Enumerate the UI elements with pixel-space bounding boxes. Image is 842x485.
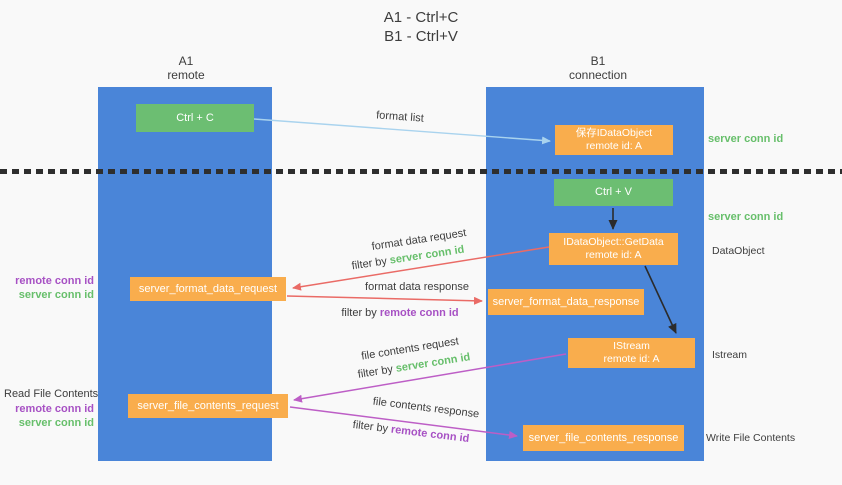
label-format-data-response: format data response <box>365 281 469 293</box>
node-istream-line2: remote id: A <box>603 353 660 365</box>
label-istream: Istream <box>712 349 748 361</box>
node-istream: IStream remote id: A <box>568 338 695 368</box>
label-read-file-contents: Read File Contents <box>4 388 99 400</box>
label-server-conn-id-format-left: server conn id <box>18 289 94 301</box>
lane-header-b1: B1 connection <box>543 54 653 82</box>
label-format-list: format list <box>375 109 425 125</box>
filter-by-text: filter by <box>356 363 394 381</box>
node-save-dataobject-line1: 保存IDataObject <box>575 127 653 139</box>
node-file-response-label: server_file_contents_response <box>528 431 679 444</box>
filter-by-text: filter by <box>341 307 377 319</box>
node-format-request-label: server_format_data_request <box>138 282 278 295</box>
node-istream-line1: IStream <box>613 340 650 352</box>
lane-b1-name: B1 <box>590 54 606 68</box>
node-ctrl-c-label: Ctrl + C <box>176 111 214 124</box>
node-ctrl-v: Ctrl + V <box>554 179 673 206</box>
dotted-separator-line <box>0 169 842 174</box>
left-cluster-file: remote conn id server conn id <box>4 402 94 430</box>
filter-by-text: filter by <box>352 418 389 436</box>
node-idataobject-getdata: IDataObject::GetData remote id: A <box>549 233 678 265</box>
remote-conn-id-text: remote conn id <box>379 307 459 319</box>
label-remote-conn-id-format-left: remote conn id <box>15 275 94 287</box>
label-remote-conn-id-file-left: remote conn id <box>15 403 94 415</box>
remote-conn-id-text: remote conn id <box>390 423 470 446</box>
arrow-format-data-response <box>286 295 483 305</box>
node-server-file-contents-request: server_file_contents_request <box>128 394 288 418</box>
node-getdata-line1: IDataObject::GetData <box>563 236 664 248</box>
node-server-format-data-response: server_format_data_response <box>488 289 644 315</box>
label-filter-by-server-conn-id-format: filter byserver conn id <box>351 244 465 273</box>
lane-header-a1: A1 remote <box>131 54 241 82</box>
node-server-file-contents-response: server_file_contents_response <box>523 425 684 451</box>
label-server-conn-id-top-right: server conn id <box>708 133 784 145</box>
node-format-response-label: server_format_data_response <box>492 295 640 308</box>
node-file-request-label: server_file_contents_request <box>137 399 279 412</box>
label-server-conn-id-file-left: server conn id <box>18 417 94 429</box>
node-ctrl-v-label: Ctrl + V <box>595 186 632 198</box>
node-ctrl-c: Ctrl + C <box>136 104 254 132</box>
diagram-title: A1 - Ctrl+C B1 - Ctrl+V <box>321 8 521 46</box>
filter-by-text: filter by <box>350 255 388 273</box>
lane-a1-subtitle: remote <box>167 68 205 82</box>
left-cluster-format: remote conn id server conn id <box>4 274 94 302</box>
lane-b1-subtitle: connection <box>568 68 628 82</box>
node-getdata-line2: remote id: A <box>585 249 642 261</box>
title-line-1: A1 - Ctrl+C <box>383 9 459 26</box>
label-dataobject: DataObject <box>712 245 765 257</box>
label-server-conn-id-mid-right: server conn id <box>708 211 784 223</box>
lane-a1-name: A1 <box>178 54 194 68</box>
title-line-2: B1 - Ctrl+V <box>384 28 458 45</box>
label-file-contents-response: file contents response <box>372 395 480 421</box>
node-server-format-data-request: server_format_data_request <box>130 277 286 301</box>
node-save-dataobject-line2: remote id: A <box>585 140 643 152</box>
label-write-file-contents: Write File Contents <box>706 432 796 444</box>
node-save-dataobject: 保存IDataObject remote id: A <box>555 125 673 155</box>
